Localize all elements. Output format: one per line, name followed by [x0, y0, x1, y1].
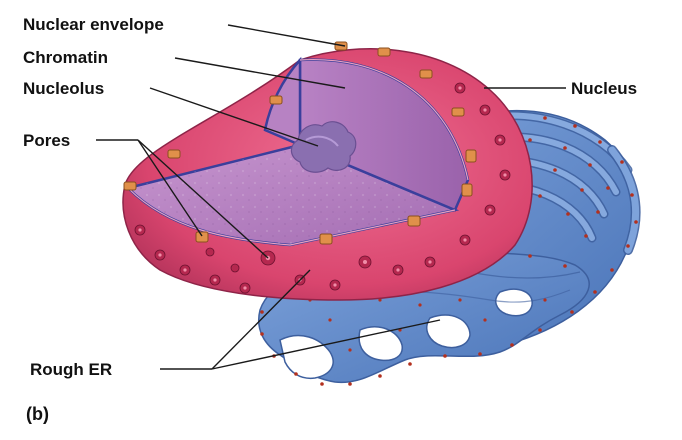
panel-label: (b): [26, 404, 49, 424]
nucleus-shape: [120, 42, 532, 300]
label-nucleolus: Nucleolus: [23, 79, 104, 98]
label-rough-er: Rough ER: [30, 360, 112, 379]
leader-nuclear-envelope: [228, 25, 345, 46]
label-pores: Pores: [23, 131, 70, 150]
label-nuclear-envelope: Nuclear envelope: [23, 15, 164, 34]
label-chromatin: Chromatin: [23, 48, 108, 67]
label-nucleus: Nucleus: [571, 79, 637, 98]
